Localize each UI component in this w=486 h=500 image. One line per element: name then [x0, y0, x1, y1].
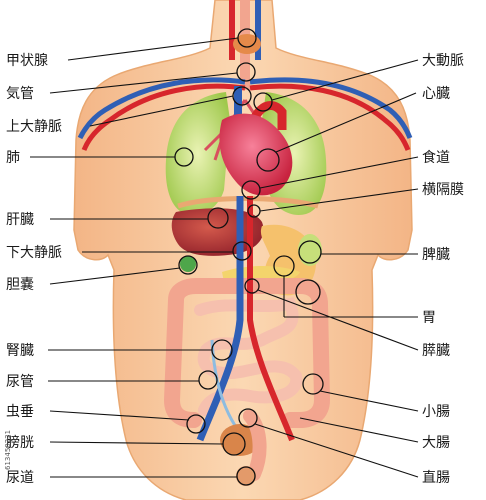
- label-rectum: 直腸: [422, 469, 450, 486]
- gallbladder-shape: [180, 256, 196, 272]
- label-gallbladder: 胆嚢: [6, 277, 34, 293]
- label-spleen: 脾臓: [422, 247, 450, 263]
- diaphragm-shape: [177, 196, 319, 209]
- label-large-intestine: 大腸: [422, 435, 450, 451]
- label-appendix: 虫垂: [6, 404, 34, 420]
- label-stomach: 胃: [422, 310, 436, 326]
- label-small-intestine: 小腸: [422, 404, 450, 420]
- watermark-id: 613450231: [4, 430, 12, 470]
- label-aorta: 大動脈: [422, 53, 464, 69]
- lung-left-shape: [165, 92, 230, 215]
- subclavian-vein-right: [249, 77, 413, 139]
- label-superior-vena-cava: 上大静脈: [6, 119, 62, 135]
- labels-left: 甲状腺 気管 上大静脈 肺 肝臓 下大静脈 胆嚢 腎臓 尿管 虫垂 膀胱 尿道: [6, 53, 62, 486]
- spleen-shape: [298, 234, 322, 266]
- label-esophagus: 食道: [422, 149, 450, 166]
- urethra-shape: [236, 466, 256, 486]
- rectum-shape: [243, 409, 267, 481]
- descending-aorta: [247, 196, 295, 442]
- label-diaphragm: 横隔膜: [422, 182, 464, 198]
- label-ureter: 尿管: [6, 374, 34, 390]
- bladder-shape: [220, 424, 260, 456]
- subclavian-artery-right: [249, 83, 411, 151]
- inferior-vena-cava: [196, 196, 244, 442]
- ureter: [210, 339, 240, 431]
- label-kidney: 腎臓: [6, 343, 34, 359]
- label-bladder: 膀胱: [6, 434, 34, 451]
- label-lung: 肺: [6, 150, 20, 166]
- leader-lines-left: [30, 37, 239, 478]
- subclavian-vein: [77, 77, 246, 140]
- leader-lines-right: [254, 59, 419, 478]
- thyroid-shape: [233, 34, 261, 54]
- label-urethra: 尿道: [6, 470, 34, 486]
- labels-right: 大動脈 心臓 食道 横隔膜 脾臓 胃 膵臓 小腸 大腸 直腸: [422, 53, 464, 486]
- subclavian-artery: [81, 83, 246, 151]
- label-thyroid: 甲状腺: [6, 53, 48, 69]
- label-heart: 心臓: [422, 86, 450, 102]
- small-intestine-shape: [194, 297, 303, 416]
- heart-shape: [219, 113, 293, 196]
- label-trachea: 気管: [6, 86, 34, 102]
- label-inferior-vena-cava: 下大静脈: [6, 245, 62, 261]
- label-liver: 肝臓: [6, 212, 34, 228]
- label-pancreas: 膵臓: [422, 343, 450, 359]
- large-intestine-shape: [163, 278, 331, 428]
